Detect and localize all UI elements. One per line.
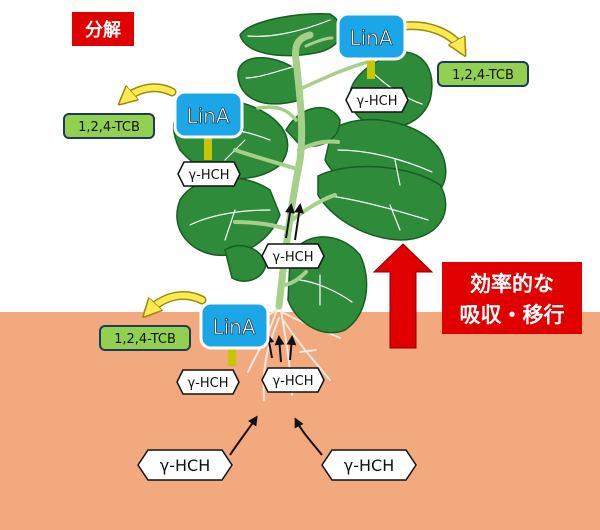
substrate-label: γ-HCH xyxy=(160,456,210,475)
product-tcb-middle: 1,2,4-TCB xyxy=(63,113,155,139)
degradation-arrows xyxy=(124,21,462,312)
leaf xyxy=(239,12,343,57)
hch-label-leaf: γ-HCH xyxy=(177,161,241,187)
arrow-root-mid xyxy=(274,335,285,363)
hch-label-soil-right: γ-HCH xyxy=(321,449,417,481)
product-label: 1,2,4-TCB xyxy=(452,68,514,83)
product-tcb-bottom: 1,2,4-TCB xyxy=(99,325,191,351)
uptake-label-line1: 効率的な xyxy=(470,272,554,296)
substrate-label: γ-HCH xyxy=(272,374,313,389)
substrate-label: γ-HCH xyxy=(188,168,229,183)
substrate-label: γ-HCH xyxy=(356,94,397,109)
enzyme-label: LinA xyxy=(349,26,392,50)
enzyme-label: LinA xyxy=(186,104,229,128)
leaf xyxy=(224,244,267,282)
hch-label-soil-left: γ-HCH xyxy=(137,449,233,481)
arrow-root-right xyxy=(286,335,297,361)
plant-stem xyxy=(233,31,370,310)
arrow-stem-left xyxy=(284,203,295,239)
enzyme-lina-bottom: LinA xyxy=(199,301,270,366)
substrate-label: γ-HCH xyxy=(344,456,394,475)
uptake-label: 効率的な 吸収・移行 xyxy=(442,262,582,334)
arrow-soil-right xyxy=(294,417,323,456)
uptake-arrow xyxy=(372,243,434,349)
leaf xyxy=(176,177,281,257)
title-label: 分解 xyxy=(85,19,121,41)
product-label: 1,2,4-TCB xyxy=(78,120,140,135)
arrow-soil-left xyxy=(229,415,258,456)
substrate-label: γ-HCH xyxy=(272,250,313,265)
title-badge: 分解 xyxy=(72,12,134,46)
substrate-label: γ-HCH xyxy=(187,376,228,391)
leaf xyxy=(317,165,447,241)
arrow-stem-right xyxy=(294,203,304,241)
product-label: 1,2,4-TCB xyxy=(114,332,176,347)
enzyme-label: LinA xyxy=(212,315,255,339)
hch-label-top: γ-HCH xyxy=(345,87,409,113)
hch-label-root-left: γ-HCH xyxy=(176,369,240,395)
hch-label-stem: γ-HCH xyxy=(261,243,325,269)
uptake-label-line2: 吸収・移行 xyxy=(460,303,565,327)
enzyme-lina-middle: LinA xyxy=(173,90,244,160)
product-tcb-top: 1,2,4-TCB xyxy=(437,61,529,87)
uptake-arrows-soil xyxy=(229,203,323,456)
leaf xyxy=(237,57,301,105)
enzyme-lina-top: LinA xyxy=(336,12,407,79)
hch-label-root-right: γ-HCH xyxy=(261,367,325,393)
